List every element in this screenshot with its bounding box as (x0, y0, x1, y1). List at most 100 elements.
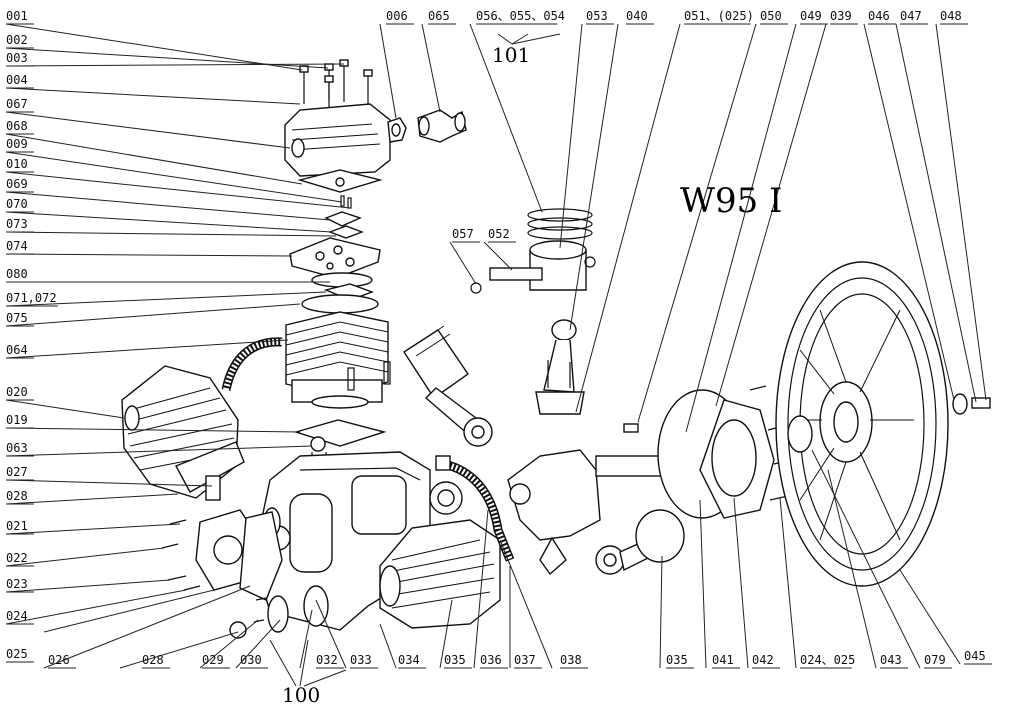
bearing-cover (657, 385, 791, 519)
leader-line-035 (659, 555, 663, 669)
part-label-029: 029 (202, 653, 224, 667)
leader-line-028 (119, 631, 239, 669)
part-label-026: 026 (48, 653, 70, 667)
part-label-025: 025 (6, 647, 28, 661)
leader-line-033 (315, 599, 347, 669)
leader-line-024-025 (779, 497, 797, 669)
part-label-040: 040 (626, 9, 648, 23)
leader-line-040 (569, 23, 619, 331)
part-label-019: 019 (6, 413, 28, 427)
leader-line-023 (5, 579, 171, 593)
part-label-035: 035 (666, 653, 688, 667)
leader-line-021 (5, 523, 181, 535)
part-label-042: 042 (752, 653, 774, 667)
part-label-050: 050 (760, 9, 782, 23)
connecting-rod-lower (595, 509, 685, 575)
part-label-048: 048 (940, 9, 962, 23)
part-label-051-025: 051、(025) (684, 9, 754, 23)
leader-line-069 (5, 191, 331, 221)
leader-line-034 (379, 623, 397, 669)
side-cover-parts (161, 475, 283, 601)
part-label-022: 022 (6, 551, 28, 565)
leader-line-019 (5, 427, 301, 433)
leader-line-046 (863, 23, 955, 401)
leader-line-071-072 (5, 291, 327, 307)
leader-line-052 (483, 241, 513, 271)
leader-line-024 (5, 589, 187, 625)
left-cylinder-head (121, 365, 245, 499)
leader-line-047 (895, 23, 977, 403)
part-label-023: 023 (6, 577, 28, 591)
group-label-100: 100 (282, 683, 320, 707)
part-label-006: 006 (386, 9, 408, 23)
part-label-070: 070 (6, 197, 28, 211)
head-bolts (299, 59, 373, 112)
part-label-035: 035 (444, 653, 466, 667)
part-label-020: 020 (6, 385, 28, 399)
leader-line-035 (439, 599, 453, 669)
part-label-074: 074 (6, 239, 28, 253)
connecting-rod-upper (535, 319, 585, 415)
oil-window-parts (229, 585, 329, 639)
leader-line-020 (5, 399, 125, 419)
part-labels: 0010020030040670680090100690700730740800… (6, 9, 986, 667)
leader-line-065 (421, 23, 441, 113)
part-label-079: 079 (924, 653, 946, 667)
leader-line-063 (5, 445, 313, 457)
leader-line-068 (5, 133, 303, 185)
cylinder-barrel (285, 311, 391, 409)
leader-line-006 (379, 23, 397, 119)
leader-line-032 (299, 609, 313, 669)
leader-line-001 (5, 23, 303, 71)
part-label-039: 039 (830, 9, 852, 23)
part-label-073: 073 (6, 217, 28, 231)
fittings (387, 109, 467, 143)
part-label-004: 004 (6, 73, 28, 87)
part-label-034: 034 (398, 653, 420, 667)
cylinder-head-top (284, 103, 391, 177)
leader-line-026 (43, 585, 251, 669)
leader-line-051-025 (575, 23, 681, 413)
part-label-064: 064 (6, 343, 28, 357)
part-label-028: 028 (6, 489, 28, 503)
leader-line-053 (559, 23, 583, 249)
leader-line-070 (5, 211, 333, 233)
leader-line-030 (235, 619, 281, 669)
part-label-049: 049 (800, 9, 822, 23)
part-label-002: 002 (6, 33, 28, 47)
leader-line-038 (499, 539, 553, 669)
flywheel (775, 261, 949, 587)
leader-line-028 (5, 493, 179, 505)
part-label-045: 045 (964, 649, 986, 663)
leader-line-029 (199, 619, 259, 669)
part-label-047: 047 (900, 9, 922, 23)
flywheel-bolt (952, 393, 991, 415)
part-label-003: 003 (6, 51, 28, 65)
leader-line-042 (733, 497, 749, 669)
part-label-080: 080 (6, 267, 28, 281)
group-label-101: 101 (492, 43, 530, 67)
right-cylinder-assembly (379, 481, 501, 629)
part-label-053: 053 (586, 9, 608, 23)
outlet-hose-right (435, 455, 515, 562)
leader-line-073 (5, 231, 337, 237)
part-label-071-072: 071,072 (6, 291, 57, 305)
part-label-030: 030 (240, 653, 262, 667)
part-label-065: 065 (428, 9, 450, 23)
leader-line-075 (5, 303, 301, 327)
part-label-067: 067 (6, 97, 28, 111)
part-label-027: 027 (6, 465, 28, 479)
leader-line-036 (473, 509, 489, 669)
leader-line-045 (899, 569, 961, 665)
leader-line-056-055-054 (469, 23, 543, 213)
valve-plate-stack (289, 169, 383, 314)
part-label-063: 063 (6, 441, 28, 455)
part-label-041: 041 (712, 653, 734, 667)
part-label-075: 075 (6, 311, 28, 325)
crankshaft (507, 449, 683, 576)
leader-line-079 (811, 449, 921, 669)
part-label-057: 057 (452, 227, 474, 241)
leader-line-048 (935, 23, 987, 401)
